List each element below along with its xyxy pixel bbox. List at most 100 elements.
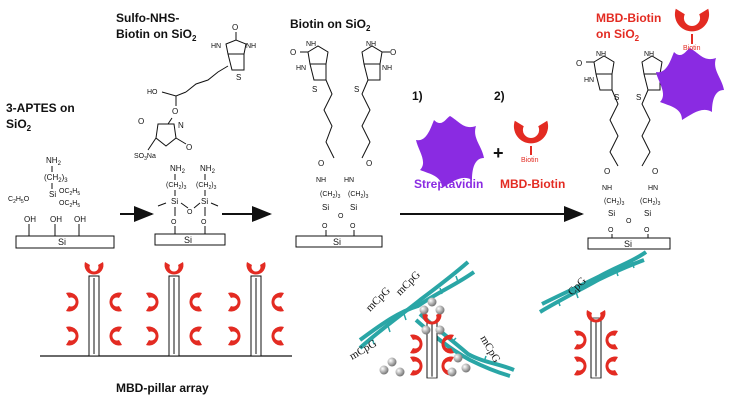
biotin-propyl-1: (CH2)3 bbox=[320, 191, 341, 200]
mbd-title-line2: on SiO2 bbox=[596, 27, 640, 43]
biotin-substrate bbox=[295, 235, 383, 248]
mbd-biotin1-nh: NH bbox=[596, 51, 606, 58]
sulfo-label-line1: Sulfo-NHS- bbox=[116, 11, 179, 25]
mbd-substrate-si: Si bbox=[624, 239, 632, 249]
mcpg-label-3: mCpG bbox=[348, 338, 379, 363]
sulfo-nh2-2: NH2 bbox=[200, 164, 216, 175]
pillar-3 bbox=[228, 262, 284, 357]
aptes-label-sio: SiO bbox=[6, 117, 27, 131]
mbd-title-line1: MBD-Biotin bbox=[596, 11, 661, 25]
aptes-propyl: (CH2)3 bbox=[44, 173, 68, 184]
mbd-o-bridge: O bbox=[626, 218, 632, 225]
mcpg-label-2: mCpG bbox=[394, 269, 423, 298]
sulfo-substrate bbox=[154, 233, 226, 246]
mbd-amide-o2: O bbox=[652, 167, 658, 176]
mcpg-binding: mCpG mCpG mCpG mCpG bbox=[348, 260, 515, 379]
mbd-biotin2-nh: NH bbox=[644, 51, 654, 58]
biotin1-o: O bbox=[290, 48, 296, 57]
aptes-label-line2: SiO2 bbox=[6, 117, 32, 133]
panel-sulfo-nhs-biotin: Sulfo-NHS- Biotin on SiO2 O HN NH S HO O… bbox=[116, 11, 256, 246]
sulfo-si-2: Si bbox=[201, 197, 208, 206]
mbd-biotin1-o: O bbox=[576, 59, 582, 68]
sulfo-o-top: O bbox=[232, 23, 238, 32]
mbd-o-1: O bbox=[608, 227, 614, 234]
mbd-nh-1: NH bbox=[602, 185, 612, 192]
biotin2-s: S bbox=[354, 85, 359, 94]
mbd-si-2: Si bbox=[644, 209, 651, 218]
mbd-pillar-array: MBD-pillar array bbox=[40, 262, 292, 395]
biotin-o-1: O bbox=[322, 223, 328, 230]
biotin-o-bridge: O bbox=[338, 213, 344, 220]
aptes-ethoxy-right: OC2H5 bbox=[59, 188, 80, 197]
panel-mbd-biotin-on-sio2: MBD-Biotin on SiO2 O NH HN S NH S Bio bbox=[576, 8, 724, 250]
biotin-amide-o1: O bbox=[318, 159, 324, 168]
biotin-on-label: Biotin on SiO2 bbox=[290, 17, 371, 33]
biotin-amide-o2: O bbox=[366, 159, 372, 168]
sulfo-nh2-1: NH2 bbox=[170, 164, 186, 175]
mbd-biotin2-s: S bbox=[636, 93, 641, 102]
plus-sign: + bbox=[493, 143, 504, 163]
sulfo-o-ring: O bbox=[138, 117, 144, 126]
biotin-substrate-si: Si bbox=[333, 237, 341, 247]
methyl-beads bbox=[379, 297, 471, 377]
sulfo-si-1: Si bbox=[171, 197, 178, 206]
biotin1-s: S bbox=[312, 85, 317, 94]
bound-streptavidin bbox=[656, 48, 724, 120]
aptes-oh-1: OH bbox=[24, 215, 36, 224]
mbd-nh-2: HN bbox=[648, 185, 658, 192]
sulfo-o-1: O bbox=[171, 219, 177, 226]
biotin2-nh: NH bbox=[382, 65, 392, 72]
aptes-oh-2: OH bbox=[50, 215, 62, 224]
mcpg-label-1: mCpG bbox=[364, 285, 393, 314]
aptes-ethoxy-right2: OC2H5 bbox=[59, 200, 80, 209]
aptes-substrate bbox=[15, 235, 115, 249]
mbd-biotin-icon: Biotin bbox=[513, 120, 549, 164]
mbd-substrate bbox=[587, 237, 671, 250]
mbd-o-2: O bbox=[644, 227, 650, 234]
pillar-2 bbox=[146, 262, 202, 357]
sulfo-o-ring2: O bbox=[186, 143, 192, 152]
sulfo-propyl-2: (CH2)3 bbox=[196, 182, 217, 191]
mbd-amide-o1: O bbox=[604, 167, 610, 176]
sulfo-hn: HN bbox=[211, 43, 221, 50]
cpg-dna-rungs bbox=[557, 261, 635, 307]
sulfo-label-line2: Biotin on SiO2 bbox=[116, 27, 197, 43]
mbd-biotin-label: MBD-Biotin bbox=[500, 177, 565, 191]
sulfo-so3na: SO3Na bbox=[134, 153, 156, 162]
biotin2-nh-top: NH bbox=[366, 41, 376, 48]
sulfo-substrate-si: Si bbox=[184, 235, 192, 245]
cpg-unbound: CpG bbox=[538, 250, 648, 379]
sulfo-ho: HO bbox=[147, 89, 158, 96]
mbd-biotin-head-2: NH S bbox=[636, 51, 663, 167]
streptavidin-icon bbox=[416, 116, 484, 188]
biotin-head-1: O NH HN S bbox=[290, 41, 335, 159]
bound-mbd: Biotin bbox=[674, 8, 710, 52]
biotin-propyl-2: (CH2)3 bbox=[348, 191, 369, 200]
aptes-si-label: Si bbox=[58, 237, 66, 247]
mbd-propyl-1: (CH2)3 bbox=[604, 198, 625, 207]
biotin-head-2: O NH NH S bbox=[354, 41, 396, 159]
sulfo-o-2: O bbox=[201, 219, 207, 226]
aptes-label-sub: 2 bbox=[27, 124, 32, 133]
bound-biotin-tag: Biotin bbox=[683, 45, 701, 52]
pillar-1 bbox=[66, 262, 122, 357]
mbd-si-1: Si bbox=[608, 209, 615, 218]
biotin-si-1: Si bbox=[322, 203, 329, 212]
mbd-biotin1-s: S bbox=[614, 93, 619, 102]
biotin-nh-2: HN bbox=[344, 177, 354, 184]
mbd-biotin-head-1: O NH HN S bbox=[576, 51, 619, 167]
aptes-ethoxy-left: C2H5O bbox=[8, 196, 30, 205]
sulfo-n: N bbox=[178, 121, 184, 130]
panel-biotin-on-sio2: Biotin on SiO2 O NH HN S O NH NH S O O N… bbox=[290, 17, 396, 248]
sulfo-o-ester: O bbox=[172, 107, 178, 116]
sulfo-nh: NH bbox=[246, 43, 256, 50]
aptes-oh-3: OH bbox=[74, 215, 86, 224]
sulfo-s: S bbox=[236, 73, 241, 82]
cpg-dna-strands bbox=[538, 250, 648, 314]
mbd-propyl-2: (CH2)3 bbox=[640, 198, 661, 207]
biotin-nh-1: NH bbox=[316, 177, 326, 184]
step-1-label: 1) bbox=[412, 89, 423, 103]
mbd-biotin1-hn: HN bbox=[584, 77, 594, 84]
aptes-nh2: NH2 bbox=[46, 156, 62, 167]
